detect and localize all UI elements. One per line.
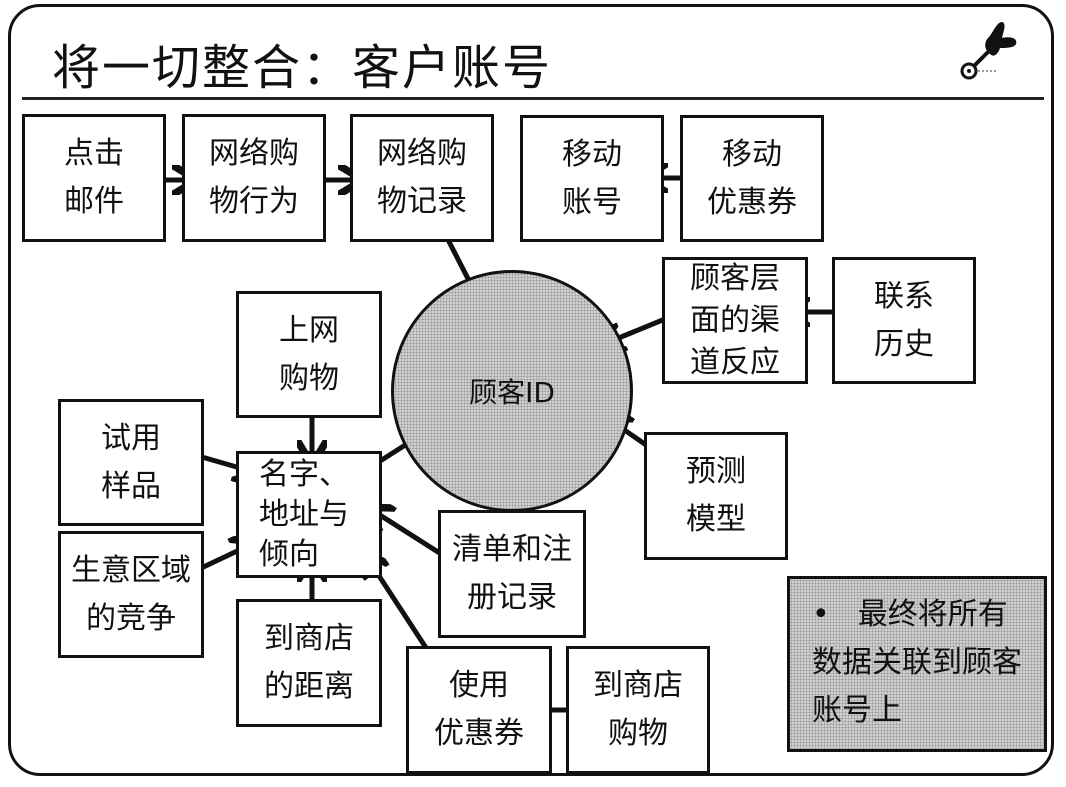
node-mobile-account: 移动 账号 — [520, 115, 664, 242]
node-store-shopping: 到商店 购物 — [566, 646, 710, 774]
node-online-records: 网络购 物记录 — [350, 114, 494, 242]
node-predictive-model: 预测 模型 — [644, 432, 788, 560]
node-use-coupon: 使用 优惠券 — [406, 646, 552, 774]
slide-title: 将一切整合：客户账号 — [52, 40, 553, 96]
node-list-registry: 清单和注 册记录 — [438, 510, 586, 638]
pushpin-icon — [960, 22, 1017, 80]
node-trial-samples: 试用 样品 — [58, 399, 204, 526]
node-store-distance: 到商店 的距离 — [236, 599, 382, 727]
node-online-behavior: 网络购 物行为 — [182, 114, 326, 242]
node-online-shopping: 上网 购物 — [236, 291, 382, 418]
customer-id-label: 顾客ID — [469, 376, 555, 409]
node-channel-response: 顾客层 面的渠 道反应 — [662, 257, 808, 384]
bullet-icon: • — [812, 597, 830, 632]
node-name-address: 名字、 地址与 倾向 — [236, 451, 382, 578]
summary-note: •最终将所有数据关联到顾客账号上 — [787, 576, 1047, 752]
node-click-email: 点击 邮件 — [22, 114, 166, 242]
node-mobile-coupon: 移动 优惠券 — [680, 115, 824, 242]
node-competition: 生意区域 的竞争 — [58, 531, 204, 658]
customer-id-node: 顾客ID — [391, 270, 633, 512]
title-divider — [22, 97, 1044, 100]
slide-frame — [8, 4, 1054, 776]
summary-text: 最终将所有数据关联到顾客账号上 — [812, 597, 1022, 728]
node-contact-history: 联系 历史 — [832, 257, 976, 384]
